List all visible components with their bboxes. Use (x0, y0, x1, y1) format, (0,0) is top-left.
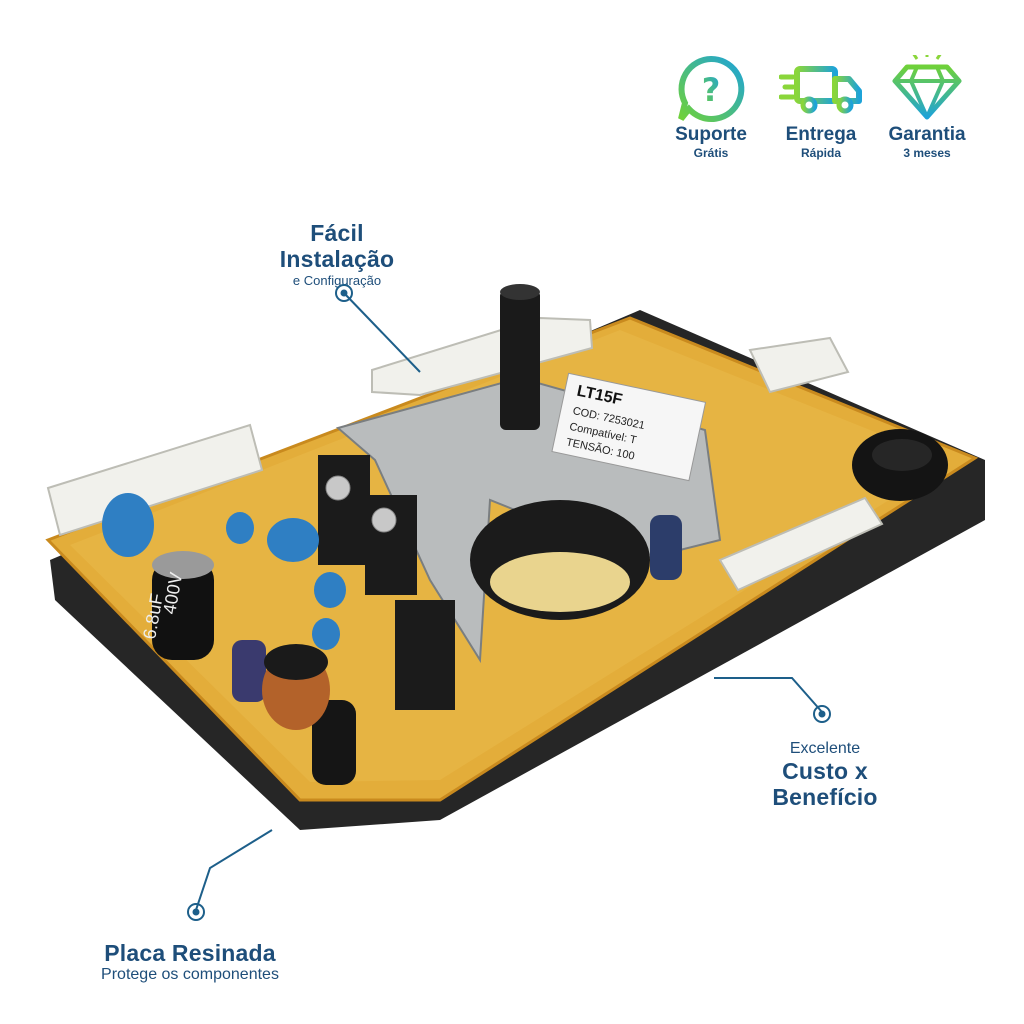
blue-capacitor-large (102, 493, 154, 557)
badge-title: Garantia (888, 124, 966, 145)
board-label-sticker: LT15F COD: 7253021 Compatível: T TENSÃO:… (551, 372, 707, 482)
badge-delivery: Entrega Rápida (766, 55, 876, 161)
badge-support: ? Suporte Grátis (656, 55, 766, 161)
callout-install-subtitle: e Configuração (292, 273, 382, 288)
badge-subtitle: Rápida (800, 146, 841, 160)
callout-resin-title: Placa Resinada (104, 940, 276, 966)
callout-cost: Excelente Custo x Benefício (730, 740, 920, 810)
callout-install-line (343, 292, 421, 373)
callout-cost-dot (813, 705, 831, 723)
callout-resin-subtitle: Protege os componentes (101, 966, 279, 983)
connector-right-lower (718, 496, 884, 592)
connector-left (46, 423, 264, 537)
callout-install-dot (335, 284, 353, 302)
callout-install-title: Fácil Instalação (279, 220, 395, 272)
delivery-truck-icon (778, 55, 863, 125)
badge-title: Suporte (675, 124, 747, 145)
connector-right-upper (748, 336, 850, 394)
badge-subtitle: Grátis (693, 146, 729, 160)
regulator (395, 600, 455, 710)
blue-capacitor (267, 518, 319, 562)
badge-title: Entrega (785, 124, 857, 145)
electrolytic-capacitor (312, 700, 356, 785)
svg-text:?: ? (702, 71, 721, 109)
callout-cost-pre: Excelente (789, 740, 861, 757)
switch-shaft (500, 290, 540, 430)
electrolytic-capacitor-large (152, 560, 214, 660)
electrolytic-capacitor-small (232, 640, 266, 702)
question-bubble-icon: ? (669, 55, 753, 125)
callout-resin: Placa Resinada Protege os componentes (80, 940, 300, 984)
callout-cost-line (714, 677, 823, 713)
callout-cost-title: Custo x Benefício (772, 758, 878, 810)
callout-resin-line (195, 829, 273, 911)
badge-subtitle: 3 meses (903, 146, 951, 160)
transistor-1 (318, 455, 370, 565)
callout-resin-dot (187, 903, 205, 921)
callout-install: Fácil Instalação e Configuração (252, 220, 422, 290)
